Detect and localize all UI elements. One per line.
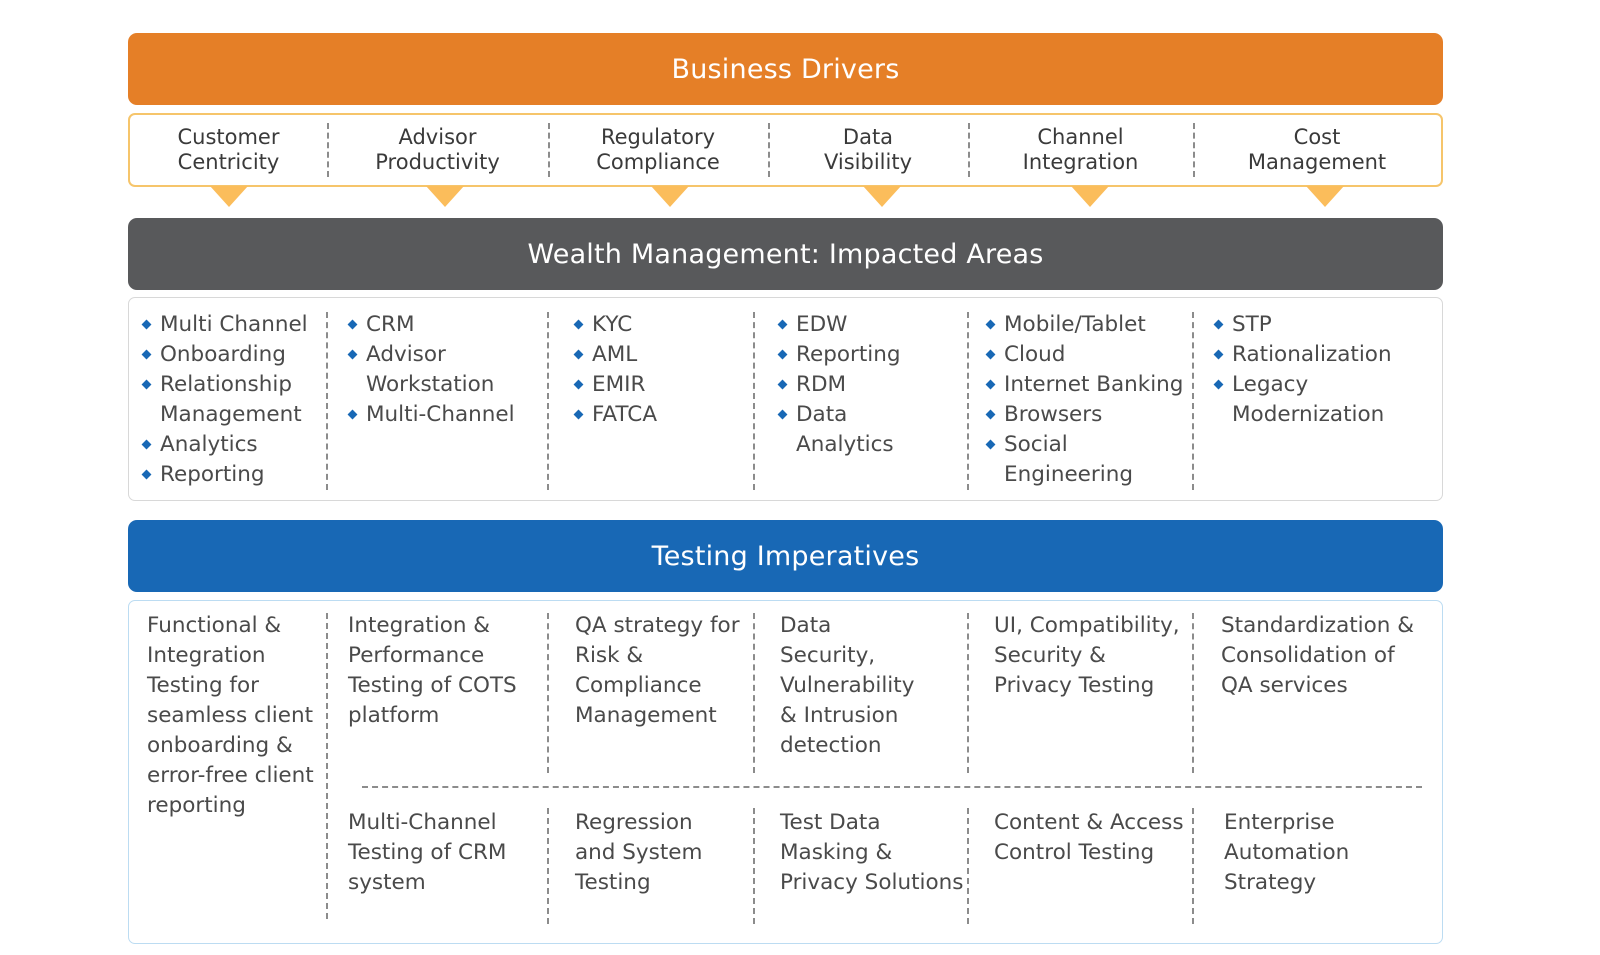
- imperative-divider: [753, 613, 755, 773]
- areas-column-data: EDW Reporting RDM Data Analytics: [777, 310, 937, 460]
- list-item: Relationship Management: [141, 370, 331, 430]
- list-item: STP: [1213, 310, 1438, 340]
- list-item: FATCA: [573, 400, 763, 430]
- impacted-areas-title: Wealth Management: Impacted Areas: [527, 238, 1044, 270]
- list-item: Legacy Modernization: [1213, 370, 1393, 430]
- imperative-enterprise-automation: Enterprise Automation Strategy: [1224, 810, 1350, 895]
- area-divider: [1192, 312, 1194, 490]
- imperative-divider: [967, 808, 969, 924]
- driver-label-line2: Integration: [1022, 150, 1139, 174]
- imperative-integration-performance: Integration & Performance Testing of COT…: [348, 613, 517, 728]
- imperative-divider: [547, 808, 549, 924]
- list-item: Multi Channel: [141, 310, 331, 340]
- imperative-divider: [1192, 808, 1194, 924]
- imperative-data-security: Data Security, Vulnerability & Intrusion…: [780, 613, 915, 758]
- down-arrow-icon: [426, 186, 464, 207]
- driver-label-line1: Regulatory: [600, 125, 716, 149]
- driver-label-line2: Visibility: [823, 150, 912, 174]
- down-arrow-icon: [651, 186, 689, 207]
- list-item: Cloud: [985, 340, 1190, 370]
- driver-label-line2: Management: [1247, 150, 1387, 174]
- list-item: Reporting: [777, 340, 937, 370]
- list-item: Advisor Workstation: [347, 340, 497, 400]
- down-arrow-icon: [210, 186, 248, 207]
- imperative-qa-strategy: QA strategy for Risk & Compliance Manage…: [575, 613, 740, 728]
- down-arrow-icon: [1071, 186, 1109, 207]
- areas-column-channel: Mobile/Tablet Cloud Internet Banking Bro…: [985, 310, 1190, 490]
- list-item: KYC: [573, 310, 763, 340]
- imperative-divider: [753, 808, 755, 924]
- area-divider: [547, 312, 549, 490]
- areas-column-regulatory: KYC AML EMIR FATCA: [573, 310, 763, 430]
- driver-divider: [768, 123, 770, 177]
- testing-imperatives-panel: Functional & Integration Testing for sea…: [128, 600, 1443, 944]
- imperative-functional-integration: Functional & Integration Testing for sea…: [147, 613, 314, 818]
- area-divider: [326, 312, 328, 490]
- driver-divider: [548, 123, 550, 177]
- areas-column-cost: STP Rationalization Legacy Modernization: [1213, 310, 1438, 430]
- impacted-areas-panel: Multi Channel Onboarding Relationship Ma…: [128, 297, 1443, 501]
- imperative-divider: [967, 613, 969, 773]
- driver-divider: [1193, 123, 1195, 177]
- imperative-standardization: Standardization & Consolidation of QA se…: [1221, 613, 1415, 698]
- list-item: Browsers: [985, 400, 1190, 430]
- list-item: Multi-Channel: [347, 400, 542, 430]
- list-item: EMIR: [573, 370, 763, 400]
- list-item: EDW: [777, 310, 937, 340]
- imperative-ui-compatibility: UI, Compatibility, Security & Privacy Te…: [994, 613, 1180, 698]
- list-item: Analytics: [141, 430, 331, 460]
- testing-imperatives-title: Testing Imperatives: [651, 540, 920, 572]
- area-divider: [753, 312, 755, 490]
- list-item: Onboarding: [141, 340, 331, 370]
- imperative-content-access: Content & Access Control Testing: [994, 810, 1184, 865]
- list-item: CRM: [347, 310, 542, 340]
- driver-label-line1: Cost: [1293, 125, 1341, 149]
- driver-label-line2: Centricity: [177, 150, 280, 174]
- driver-label-line1: Customer: [177, 125, 280, 149]
- driver-label-line2: Compliance: [596, 150, 720, 174]
- list-item: Mobile/Tablet: [985, 310, 1190, 340]
- imperative-test-data-masking: Test Data Masking & Privacy Solutions: [780, 810, 964, 895]
- driver-label-line1: Channel: [1037, 125, 1124, 149]
- driver-divider: [327, 123, 329, 177]
- imperative-divider: [326, 613, 328, 919]
- testing-imperatives-banner: Testing Imperatives: [128, 520, 1443, 592]
- list-item: Internet Banking: [985, 370, 1190, 400]
- business-drivers-banner: Business Drivers: [128, 33, 1443, 105]
- list-item: Rationalization: [1213, 340, 1438, 370]
- list-item: Data Analytics: [777, 400, 894, 460]
- area-divider: [967, 312, 969, 490]
- imperative-regression-system: Regression and System Testing: [575, 810, 703, 895]
- imperative-divider: [547, 613, 549, 773]
- down-arrow-icon: [863, 186, 901, 207]
- list-item: Reporting: [141, 460, 331, 490]
- areas-column-advisor: CRM Advisor Workstation Multi-Channel: [347, 310, 542, 430]
- down-arrow-icon: [1306, 186, 1344, 207]
- imperative-divider: [1192, 613, 1194, 773]
- driver-label-line2: Productivity: [375, 150, 500, 174]
- driver-divider: [968, 123, 970, 177]
- business-drivers-title: Business Drivers: [671, 53, 900, 85]
- list-item: RDM: [777, 370, 937, 400]
- impacted-areas-banner: Wealth Management: Impacted Areas: [128, 218, 1443, 290]
- imperative-multichannel-crm: Multi-Channel Testing of CRM system: [348, 810, 507, 895]
- areas-column-customer: Multi Channel Onboarding Relationship Ma…: [141, 310, 331, 490]
- list-item: Social Engineering: [985, 430, 1133, 490]
- list-item: AML: [573, 340, 763, 370]
- driver-label-line1: Data: [842, 125, 894, 149]
- imperatives-row-divider: [362, 786, 1422, 788]
- driver-label-line1: Advisor: [398, 125, 477, 149]
